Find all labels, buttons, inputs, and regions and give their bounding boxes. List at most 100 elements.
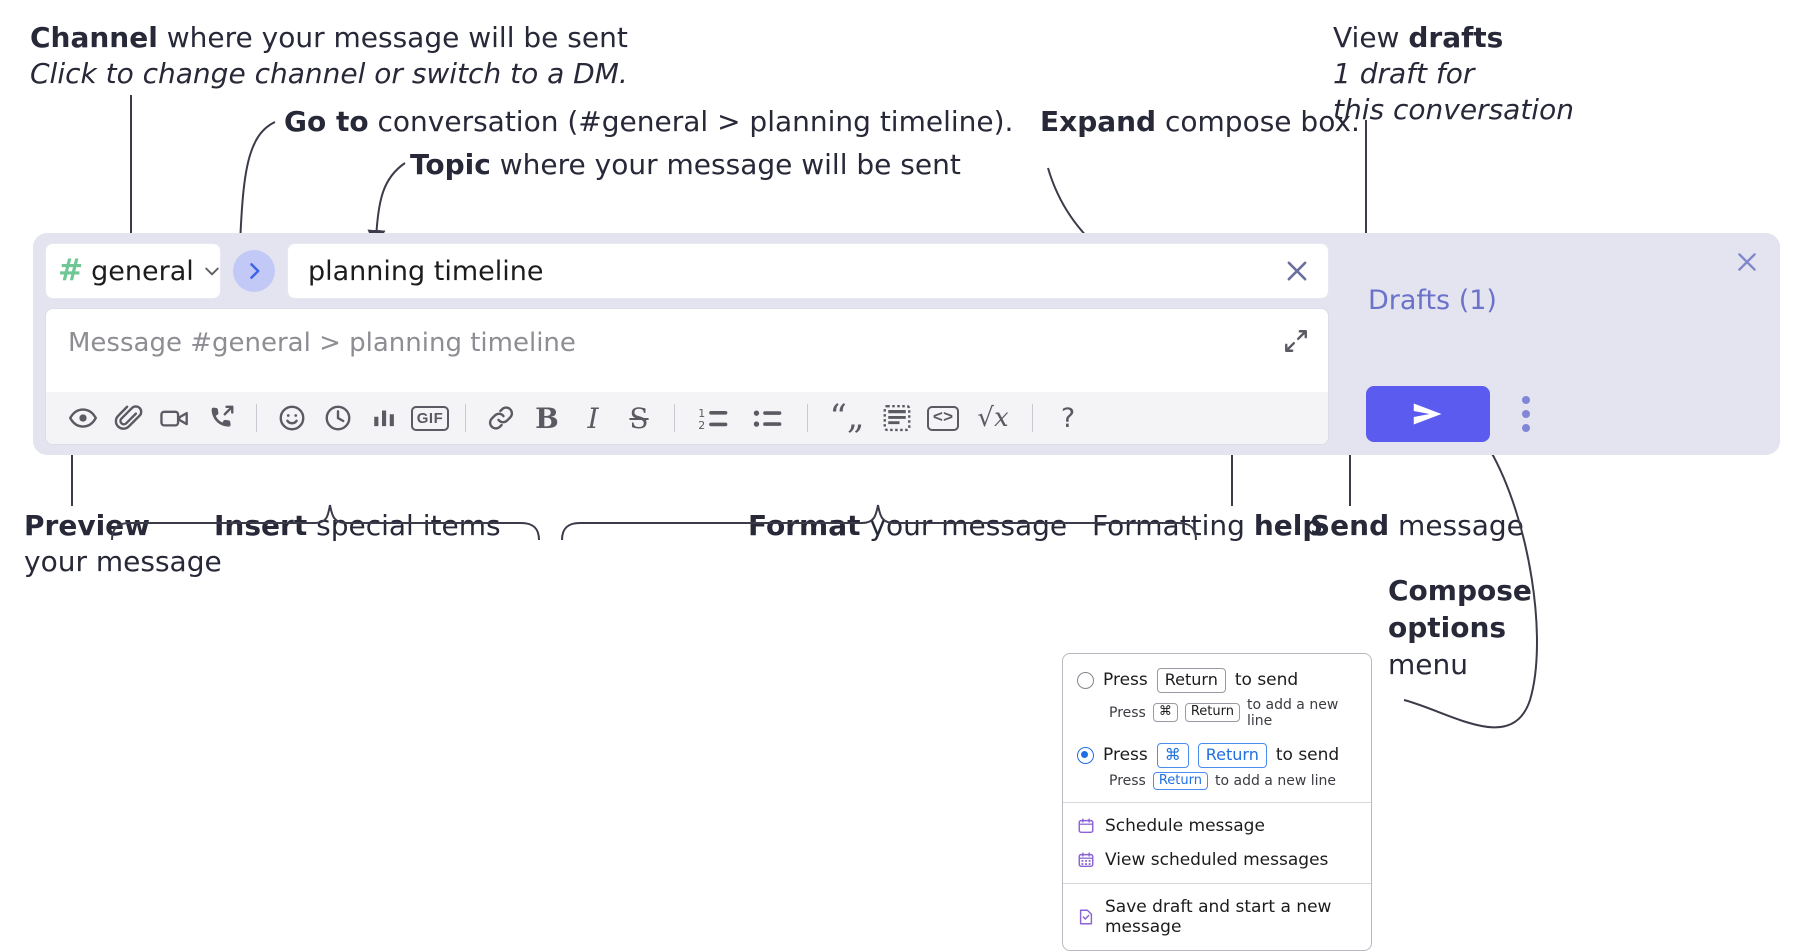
close-icon [1287, 261, 1307, 281]
annotation-channel: Channel where your message will be sent … [30, 20, 628, 92]
send-option-return-sub: Press ⌘ Return to add a new line [1109, 697, 1357, 729]
menu-item-view-scheduled[interactable]: View scheduled messages [1063, 843, 1371, 877]
question-mark-icon: ? [1060, 402, 1076, 434]
channel-selector[interactable]: # general [45, 243, 221, 299]
bulleted-list-button[interactable] [741, 397, 795, 439]
calendar-icon [1078, 819, 1094, 834]
link-button[interactable] [478, 397, 524, 439]
bar-chart-icon [374, 410, 394, 427]
separator-1 [256, 404, 257, 432]
radio-return[interactable] [1077, 671, 1094, 689]
annotation-goto: Go to conversation (#general > planning … [284, 104, 1013, 140]
annotation-drafts: View drafts 1 draft for this conversatio… [1333, 20, 1574, 127]
annotation-format: Format your message [748, 508, 1067, 544]
more-vertical-icon-dot-3 [1522, 424, 1530, 432]
annotation-goto-rest: conversation (#general > planning timeli… [368, 105, 1014, 138]
close-icon [1738, 253, 1756, 271]
annotation-channel-italic: Click to change channel or switch to a D… [30, 56, 628, 90]
compose-options-menu: Press Return to send Press ⌘ Return to a… [1062, 653, 1372, 951]
annotation-drafts-italic1: 1 draft for [1333, 56, 1475, 90]
svg-text:2: 2 [698, 419, 705, 432]
annotation-help-bold: help [1253, 509, 1323, 542]
separator-3 [674, 404, 675, 432]
topic-field[interactable] [287, 243, 1329, 299]
radio-cmd-return[interactable] [1077, 746, 1094, 764]
more-vertical-icon-dot-2 [1522, 410, 1530, 418]
annotation-expand-bold: Expand [1040, 105, 1157, 138]
eye-icon [68, 408, 98, 428]
annotation-send: Send message [1310, 508, 1524, 544]
drafts-link[interactable]: Drafts (1) [1368, 285, 1497, 316]
annotation-expand-rest: compose box. [1156, 105, 1360, 138]
panel-close-button[interactable] [1730, 245, 1764, 279]
paperclip-icon [114, 405, 143, 430]
key-return-sub: Return [1184, 703, 1240, 723]
strikethrough-button[interactable]: S [616, 397, 662, 439]
annotation-insert: Insert special items [214, 508, 501, 544]
goto-conversation-button[interactable] [233, 250, 275, 292]
math-button[interactable]: √x [966, 397, 1020, 439]
preview-button[interactable] [60, 397, 106, 439]
send-option-cmd-return-sub: Press Return to add a new line [1109, 771, 1357, 791]
key-return-main: Return [1197, 742, 1267, 768]
annotation-help-pre: Formatting [1092, 509, 1254, 542]
sub-cmd-pre: Press [1109, 773, 1146, 790]
annotation-channel-rest: where your message will be sent [157, 21, 628, 54]
audio-clip-button[interactable] [198, 397, 244, 439]
menu-item-save-draft[interactable]: Save draft and start a new message [1063, 890, 1371, 944]
gif-button[interactable]: GIF [407, 397, 453, 439]
annotation-compose-rest: menu [1388, 647, 1468, 681]
topic-clear-button[interactable] [1280, 254, 1314, 288]
emoji-button[interactable] [269, 397, 315, 439]
annotation-drafts-bold: drafts [1408, 21, 1504, 54]
italic-icon: I [587, 401, 599, 435]
annotation-drafts-italic2: this conversation [1333, 92, 1574, 126]
sub-return-post: to add a new line [1247, 696, 1339, 729]
italic-button[interactable]: I [570, 397, 616, 439]
annotation-format-bold: Format [748, 509, 861, 542]
svg-text:1: 1 [698, 407, 705, 420]
schedule-button[interactable] [315, 397, 361, 439]
chevron-down-icon [205, 267, 219, 276]
menu-draft-group: Save draft and start a new message [1063, 884, 1371, 950]
annotation-compose-options: Compose options menu [1388, 573, 1578, 684]
annotation-topic: Topic where your message will be sent [410, 147, 961, 183]
topic-input[interactable] [306, 254, 1280, 288]
sub-return-pre: Press [1109, 704, 1146, 721]
hash-icon: # [58, 253, 84, 288]
smiley-icon [279, 405, 305, 431]
code-block-icon [883, 404, 911, 432]
ordered-list-icon: 1 2 [698, 407, 728, 432]
formatting-help-button[interactable]: ? [1045, 397, 1091, 439]
blockquote-button[interactable]: “„ [820, 397, 874, 439]
menu-item-schedule-message[interactable]: Schedule message [1063, 809, 1371, 843]
strikethrough-icon: S [629, 401, 649, 435]
bold-icon: B [535, 401, 559, 435]
code-brackets-icon: <> [926, 405, 960, 431]
send-option-return[interactable]: Press Return to send Press ⌘ Return to a… [1063, 666, 1371, 731]
menu-divider-1 [1063, 802, 1371, 804]
bold-button[interactable]: B [524, 397, 570, 439]
attach-button[interactable] [106, 397, 152, 439]
expand-icon [1285, 330, 1307, 352]
compose-options-button[interactable] [1511, 388, 1541, 440]
menu-item-view-scheduled-label: View scheduled messages [1105, 850, 1329, 871]
key-return: Return [1156, 668, 1226, 693]
ordered-list-button[interactable]: 1 2 [687, 397, 741, 439]
expand-compose-button[interactable] [1280, 325, 1312, 357]
video-clip-button[interactable] [152, 397, 198, 439]
inline-code-button[interactable]: <> [920, 397, 966, 439]
annotation-send-rest: message [1389, 509, 1524, 542]
quote-icon: “„ [829, 397, 865, 438]
annotation-format-rest: your message [860, 509, 1068, 542]
poll-button[interactable] [361, 397, 407, 439]
channel-name-label: general [91, 255, 194, 287]
message-box: Message #general > planning timeline [45, 308, 1329, 445]
send-button[interactable] [1366, 386, 1490, 442]
key-return-sub2: Return [1152, 771, 1208, 791]
message-input-area[interactable]: Message #general > planning timeline [46, 309, 1328, 393]
compose-panel: # general [33, 233, 1780, 455]
send-option-cmd-return[interactable]: Press ⌘ Return to send Press Return to a… [1063, 741, 1371, 793]
code-block-button[interactable] [874, 397, 920, 439]
phone-arrow-icon [211, 405, 234, 427]
